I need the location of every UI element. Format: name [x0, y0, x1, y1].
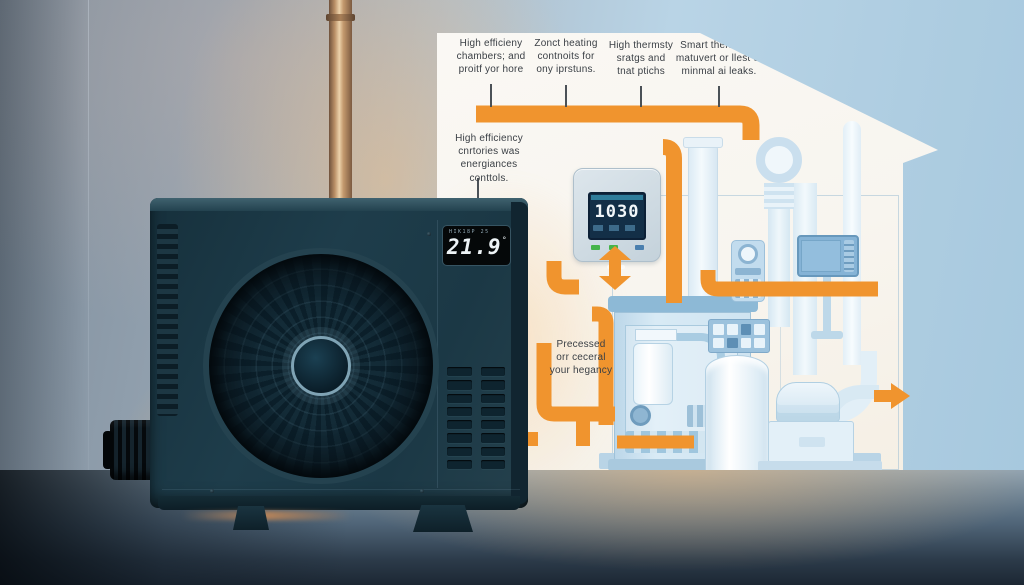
leader-line	[718, 86, 720, 107]
screw-icon	[420, 489, 424, 493]
thermostat-button-green	[591, 245, 600, 250]
vent-pipe	[768, 209, 790, 327]
side-valve-cap	[103, 431, 113, 469]
callout-left: High efficiency cnrtories was energiance…	[455, 133, 523, 184]
callout-top-3: High thermsty sratgs and tnat ptichs	[608, 40, 674, 78]
thermostat-header-bar	[591, 195, 643, 200]
temperature-unit: °	[502, 235, 507, 245]
heat-pump-base	[158, 496, 520, 510]
fan-grille	[209, 254, 433, 478]
leader-line	[490, 84, 492, 107]
screw-icon	[210, 489, 214, 493]
copper-pipe	[329, 0, 352, 206]
wall-shadow	[0, 0, 88, 472]
leader-line	[640, 86, 642, 107]
heat-pump-top-edge	[150, 198, 528, 211]
callout-process: Precessed orr ceceral your hegancy	[549, 339, 613, 377]
gauge-dial-icon	[738, 244, 758, 264]
appliance-base	[758, 461, 882, 470]
copper-pipe-joint	[326, 14, 355, 21]
blueprint-divider	[780, 195, 781, 470]
duct-pipe	[793, 183, 817, 375]
heat-pump-display: HIK18P 25 21.9 °	[443, 226, 510, 265]
thermostat-button-blue	[635, 245, 644, 250]
callout-top-1: High efficieny chambers; and proitf yor …	[456, 38, 526, 76]
pipe-network	[476, 105, 878, 449]
flow-arrow-vertical-icon	[599, 246, 631, 290]
thermostat-icon-row	[593, 225, 641, 231]
fan-hub	[291, 336, 351, 396]
thermostat-reading: 1030	[594, 202, 640, 222]
round-vent-icon	[756, 137, 802, 183]
furnace-pump-icon	[630, 405, 651, 426]
panel-seam	[162, 489, 520, 490]
glass-column-flange	[683, 137, 723, 148]
furnace-top-cap	[608, 296, 758, 312]
callout-top-2: Zonct heating contnoits for ony iprstuns…	[534, 38, 598, 76]
under-unit-glow	[182, 511, 352, 520]
thermostat-screen	[588, 192, 646, 240]
screw-icon	[427, 232, 431, 236]
leader-line	[565, 85, 567, 107]
boiler-controller-band	[735, 268, 761, 275]
heat-pump-foot	[233, 506, 269, 530]
heat-pump-side-panel	[511, 202, 528, 504]
wall-display-foot	[811, 331, 843, 339]
wall-corner-line	[88, 0, 89, 472]
water-tank	[705, 355, 769, 470]
heat-pump-foot	[413, 505, 473, 532]
control-panel	[708, 319, 770, 353]
display-caption: HIK18P 25	[449, 229, 490, 235]
wall-display-pole	[823, 277, 831, 333]
heat-pump-vent-slots	[447, 367, 505, 469]
panel-seam	[437, 220, 438, 488]
temperature-reading: 21.9	[446, 235, 502, 259]
vent-neck	[764, 183, 794, 209]
furnace-label-chip	[635, 329, 677, 341]
furnace-canister	[633, 343, 673, 405]
flow-arrow-right-icon	[874, 383, 910, 409]
furnace-base	[608, 459, 758, 470]
drawer-handle	[799, 437, 825, 447]
heat-pump-louvers	[157, 224, 178, 416]
wall-display-screen	[801, 240, 841, 272]
wall-display-buttons	[844, 240, 854, 272]
